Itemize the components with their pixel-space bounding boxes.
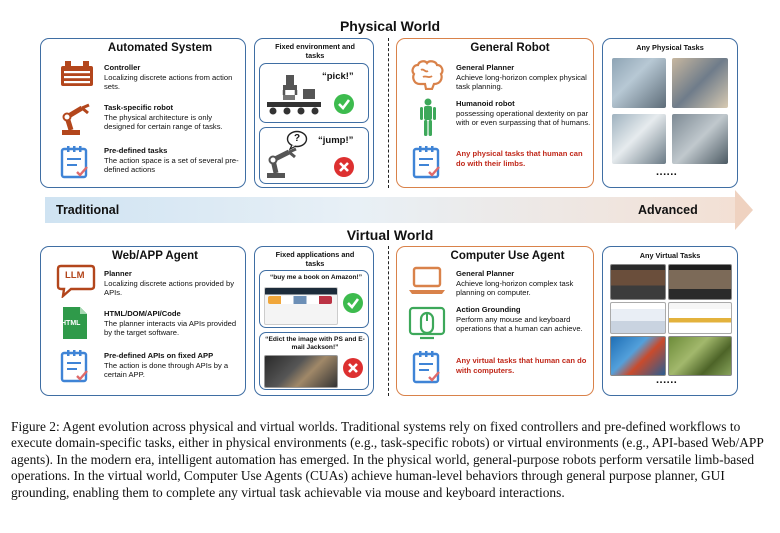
pick-quote: “pick!” [322, 71, 354, 82]
question-bubble-icon [286, 130, 308, 150]
planner-item: Planner Localizing discrete actions prov… [104, 269, 235, 297]
check-icon [343, 293, 363, 313]
jump-quote: “jump!” [318, 135, 354, 146]
cross-icon [334, 157, 354, 177]
fixed-applications-title: Fixed applications and tasks [275, 250, 355, 268]
html-dom-api-item: HTML/DOM/API/Code The planner interacts … [104, 309, 237, 337]
divider-virtual [388, 246, 389, 396]
screenshot-thumb [610, 264, 666, 300]
check-icon [334, 94, 354, 114]
llm-icon-label: LLM [65, 270, 85, 281]
task-checklist-icon [60, 146, 88, 179]
humanoid-icon [420, 98, 436, 136]
llm-chat-icon [56, 264, 96, 298]
any-virtual-tasks-item: Any virtual tasks that human can do with… [456, 356, 587, 375]
screenshot-thumb [668, 302, 732, 334]
robot-photo [672, 58, 728, 108]
general-robot-title: General Robot [470, 42, 550, 54]
html-file-icon [63, 307, 87, 339]
evolution-arrow [45, 197, 735, 223]
computer-use-agent-title: Computer Use Agent [450, 250, 565, 262]
screenshot-thumb [610, 336, 666, 376]
action-grounding-item: Action Grounding Perform any mouse and k… [456, 305, 583, 333]
robot-photo [672, 114, 728, 164]
cross-icon [343, 358, 363, 378]
physical-ellipsis: ...... [656, 166, 678, 178]
pre-defined-apis-item: Pre-defined APIs on fixed APP The action… [104, 351, 229, 379]
traditional-label: Traditional [56, 203, 120, 217]
fixed-environment-title: Fixed environment and tasks [275, 42, 355, 60]
pre-defined-tasks-item: Pre-defined tasks The action space is a … [104, 146, 239, 174]
controller-item: Controller Localizing discrete actions f… [104, 63, 233, 91]
robot-photo [612, 58, 666, 108]
screenshot-thumb [668, 336, 732, 376]
amazon-screenshot-strip [268, 296, 332, 304]
photoshop-screenshot [264, 355, 338, 388]
html-icon-label: HTML [61, 320, 81, 327]
web-agent-title: Web/APP Agent [111, 250, 199, 262]
screenshot-thumb [610, 302, 666, 334]
mouse-icon [408, 306, 446, 340]
robot-photo [612, 114, 666, 164]
any-virtual-tasks-title: Any Virtual Tasks [639, 251, 701, 260]
robot-arm-icon [62, 103, 90, 135]
virtual-tasks-icon [412, 351, 440, 384]
general-planner-item: General Planner Achieve long-horizon com… [456, 63, 587, 91]
laptop-icon [409, 266, 445, 294]
virtual-ellipsis: ...... [656, 374, 678, 386]
conveyor-robot-icon [267, 75, 321, 115]
task-specific-robot-item: Task-specific robot The physical archite… [104, 103, 223, 131]
cua-general-planner-item: General Planner Achieve long-horizon com… [456, 269, 574, 297]
humanoid-robot-item: Humanoid robot possessing operational de… [456, 99, 591, 127]
figure-caption: Figure 2: Agent evolution across physica… [11, 419, 764, 500]
fixed-app-checklist-icon [60, 350, 88, 383]
virtual-world-title: Virtual World [346, 227, 434, 243]
any-physical-tasks-title: Any Physical Tasks [636, 43, 704, 52]
amazon-quote: “buy me a book on Amazon!” [269, 274, 363, 281]
jump-robot-icon [267, 147, 297, 178]
screenshot-thumb [668, 264, 732, 300]
automated-system-title: Automated System [107, 42, 213, 54]
controller-icon [61, 61, 93, 86]
physical-world-title: Physical World [339, 18, 441, 34]
evolution-arrowhead [735, 190, 753, 230]
any-physical-tasks-item: Any physical tasks that human can do wit… [456, 149, 583, 168]
advanced-label: Advanced [638, 203, 698, 217]
question-mark: ? [294, 133, 301, 144]
amazon-screenshot [264, 287, 338, 325]
divider-physical [388, 38, 389, 188]
brain-icon [411, 60, 444, 90]
edict-quote: “Edict the image with PS and E-mail Jack… [265, 336, 365, 351]
physical-tasks-icon [412, 146, 440, 179]
